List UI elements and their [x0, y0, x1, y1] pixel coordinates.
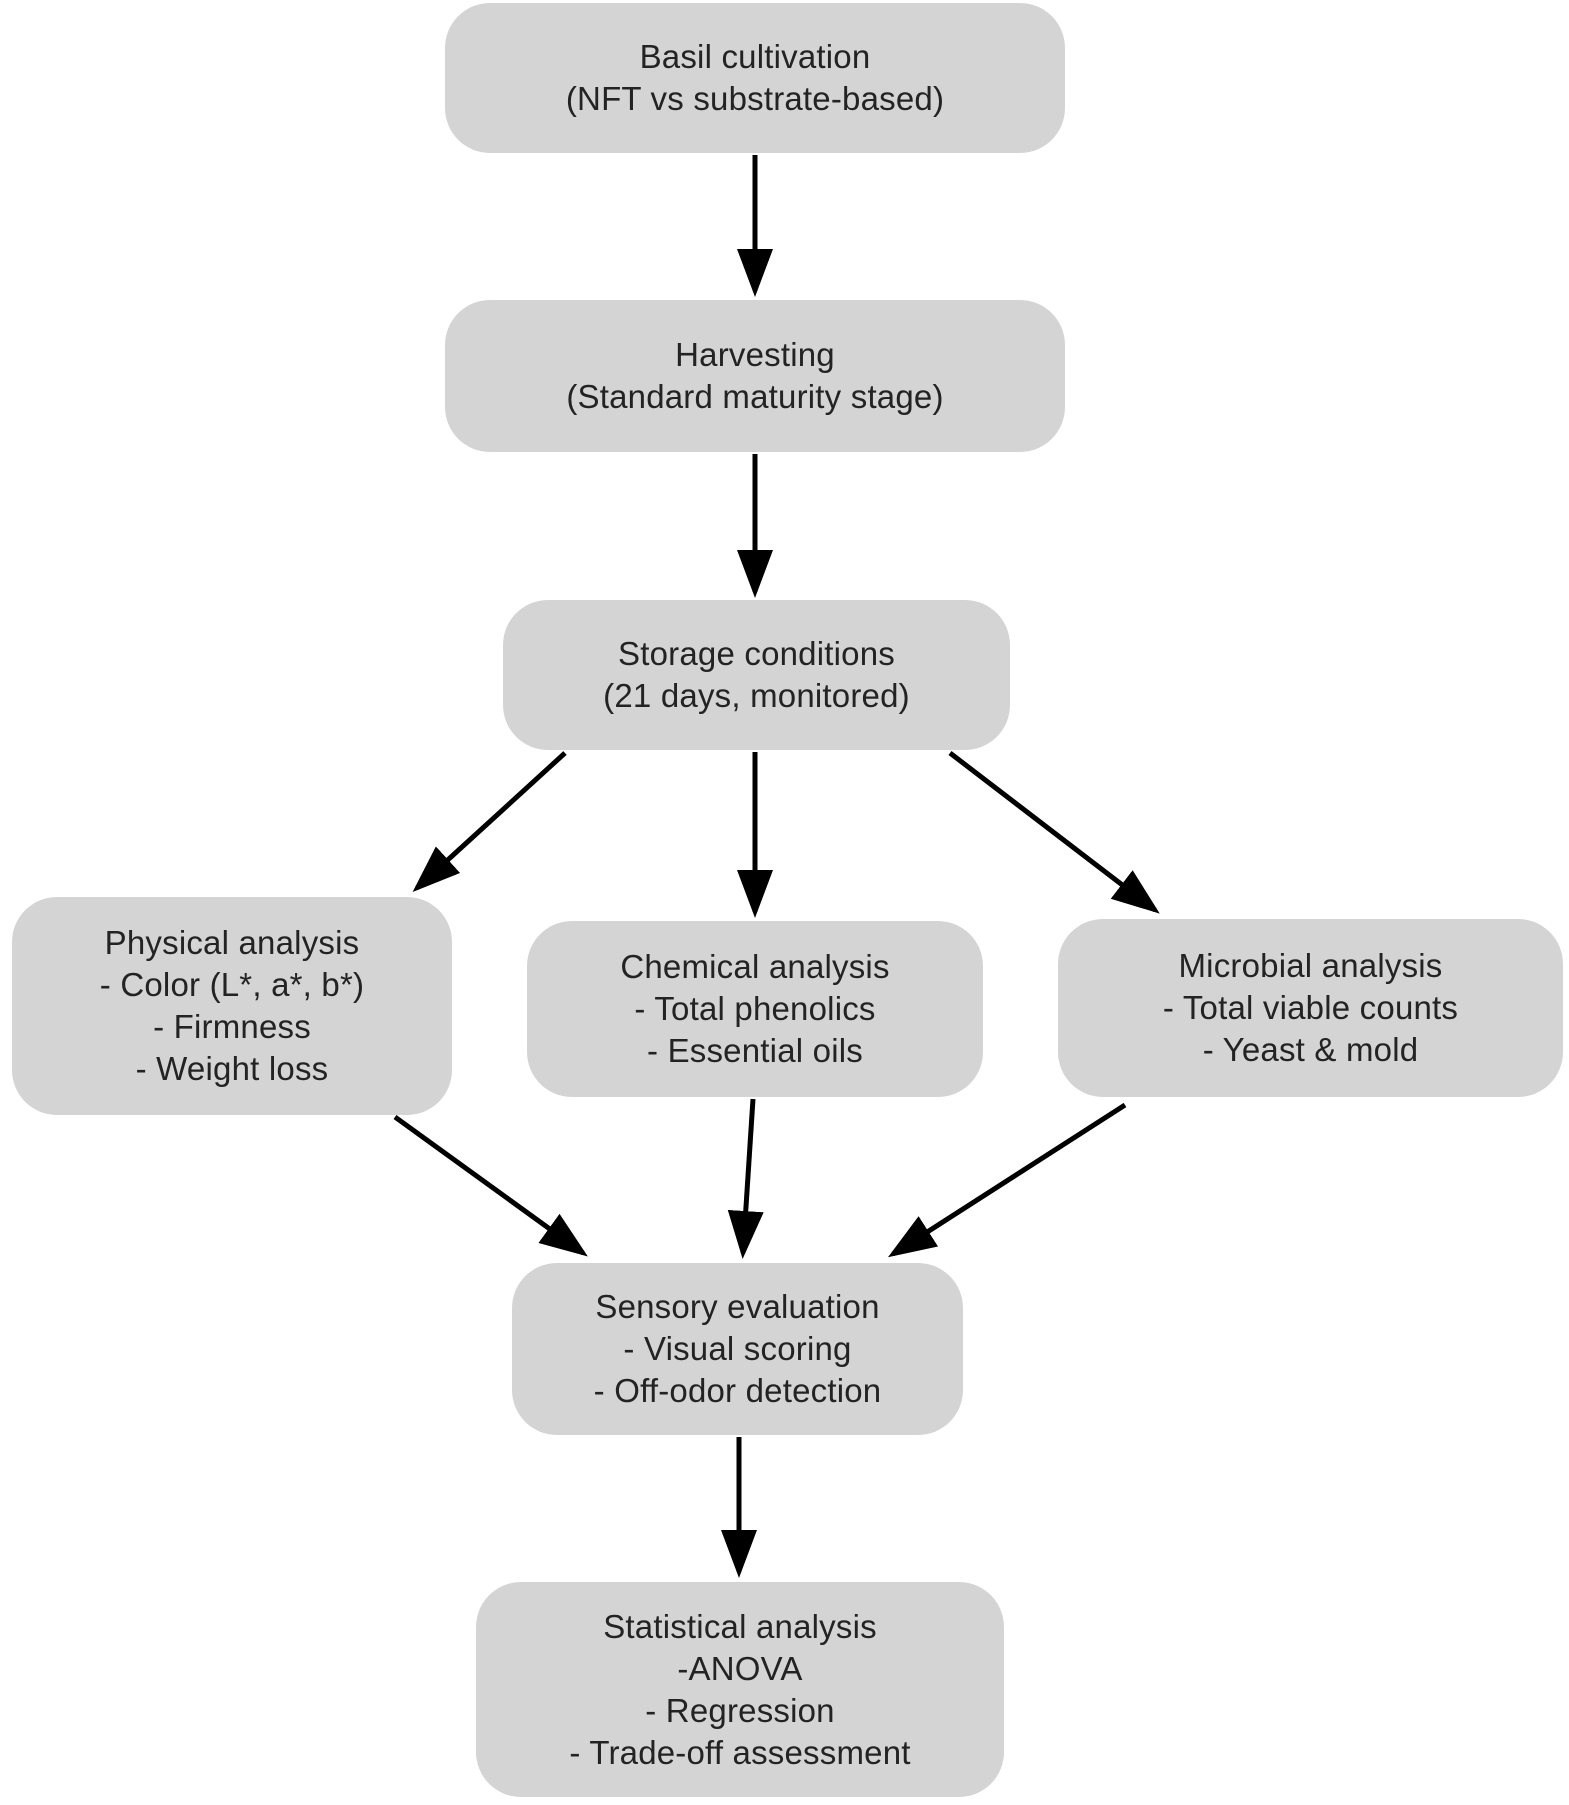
node-text-line: - Weight loss: [135, 1050, 329, 1087]
node-text-line: - Yeast & mold: [1202, 1031, 1419, 1068]
node-text-line: - Essential oils: [647, 1032, 863, 1069]
node-harvesting: Harvesting (Standard maturity stage): [445, 300, 1065, 452]
node-text-line: - Visual scoring: [623, 1330, 852, 1367]
node-text-line: Chemical analysis: [620, 948, 890, 985]
node-storage-conditions: Storage conditions (21 days, monitored): [503, 600, 1010, 750]
node-text-line: Harvesting: [675, 336, 835, 373]
arrow-chemical-to-sensory: [727, 1098, 764, 1259]
node-physical-analysis: Physical analysis - Color (L*, a*, b*) -…: [12, 897, 452, 1115]
node-text-line: - Total phenolics: [634, 990, 876, 1027]
arrow-storage-to-microbial: [948, 751, 1160, 914]
arrow-storage-to-physical: [412, 751, 567, 893]
node-text-line: Storage conditions: [618, 635, 895, 672]
node-text-line: - Trade-off assessment: [569, 1733, 911, 1771]
node-text-line: -ANOVA: [677, 1649, 803, 1687]
node-microbial-analysis: Microbial analysis - Total viable counts…: [1058, 919, 1563, 1097]
arrow-physical-to-sensory: [393, 1114, 588, 1257]
node-text-line: - Regression: [645, 1691, 835, 1729]
node-text-line: - Firmness: [153, 1008, 311, 1045]
node-text-line: (Standard maturity stage): [566, 378, 944, 415]
node-text-line: - Total viable counts: [1162, 989, 1459, 1026]
node-statistical-analysis: Statistical analysis -ANOVA - Regression…: [476, 1582, 1004, 1797]
node-text-line: Microbial analysis: [1178, 947, 1443, 984]
node-sensory-evaluation: Sensory evaluation - Visual scoring - Of…: [512, 1263, 963, 1435]
node-text-line: (21 days, monitored): [603, 677, 910, 714]
arrow-microbial-to-sensory: [887, 1102, 1127, 1258]
node-text-line: - Color (L*, a*, b*): [99, 966, 365, 1003]
node-text-line: - Off-odor detection: [593, 1372, 882, 1409]
node-text-line: Sensory evaluation: [595, 1288, 880, 1325]
node-basil-cultivation: Basil cultivation (NFT vs substrate-base…: [445, 3, 1065, 153]
node-text-line: Statistical analysis: [603, 1607, 877, 1645]
node-text-line: (NFT vs substrate-based): [565, 80, 945, 117]
node-text-line: Basil cultivation: [639, 38, 871, 75]
node-chemical-analysis: Chemical analysis - Total phenolics - Es…: [527, 921, 983, 1097]
node-text-line: Physical analysis: [104, 924, 360, 961]
